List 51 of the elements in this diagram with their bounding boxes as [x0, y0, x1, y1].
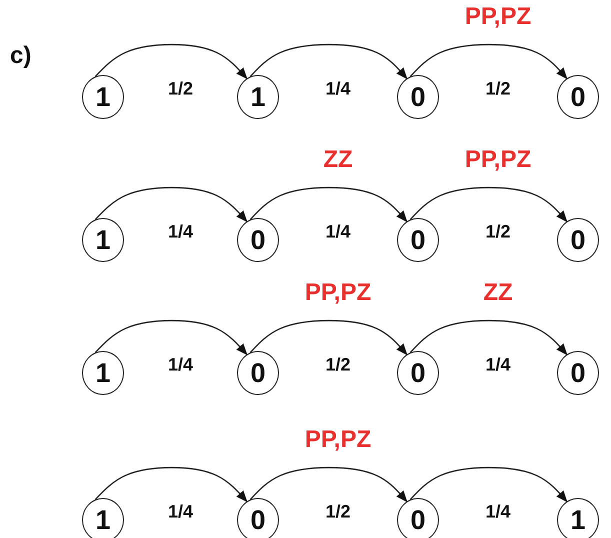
- state-circle: [557, 75, 599, 119]
- state-circle: [557, 351, 599, 395]
- state-value: 0: [570, 224, 586, 256]
- state-value: 1: [250, 82, 266, 112]
- arrow: [250, 320, 408, 356]
- state-circle: [82, 218, 124, 262]
- state-circle: [397, 498, 439, 538]
- transition-label: ZZ: [323, 146, 353, 174]
- state-circle: [397, 75, 439, 119]
- state-value: 0: [250, 224, 266, 256]
- transition-label: PP,PZ: [304, 426, 372, 454]
- arrow: [94, 320, 248, 356]
- state-value: 1: [570, 504, 586, 536]
- state-circle: [82, 351, 124, 395]
- arrow: [410, 44, 568, 80]
- state-value: 0: [410, 224, 426, 256]
- state-circle: [237, 498, 279, 538]
- transition-label: PP,PZ: [304, 279, 372, 307]
- arrow: [410, 320, 568, 356]
- state-value: 0: [410, 82, 426, 112]
- arrow: [250, 186, 408, 222]
- arrow: [250, 466, 408, 502]
- state-value: 0: [570, 358, 586, 388]
- transition-label: ZZ: [483, 279, 513, 307]
- arrow: [410, 186, 568, 222]
- state-circle: [557, 218, 599, 262]
- arrow: [94, 44, 248, 80]
- arrow: [94, 466, 248, 502]
- transition-label: PP,PZ: [464, 3, 532, 31]
- state-circle: [557, 498, 599, 538]
- arrow: [410, 466, 568, 502]
- state-value: 1: [95, 82, 111, 112]
- state-value: 1: [95, 358, 111, 388]
- state-circle: [82, 498, 124, 538]
- arrow: [94, 186, 248, 222]
- state-value: 0: [410, 358, 426, 388]
- state-circle: [237, 351, 279, 395]
- arrow: [250, 44, 408, 80]
- state-value: 0: [250, 358, 266, 388]
- state-circle: [237, 75, 279, 119]
- state-value: 0: [250, 504, 266, 536]
- state-value: 1: [95, 224, 111, 256]
- transition-label: PP,PZ: [464, 146, 532, 174]
- state-value: 1: [95, 504, 111, 536]
- state-circle: [237, 218, 279, 262]
- state-circle: [82, 75, 124, 119]
- panel-label: c): [10, 42, 32, 70]
- state-value: 0: [570, 82, 586, 112]
- state-circle: [397, 218, 439, 262]
- state-value: 0: [410, 504, 426, 536]
- state-circle: [397, 351, 439, 395]
